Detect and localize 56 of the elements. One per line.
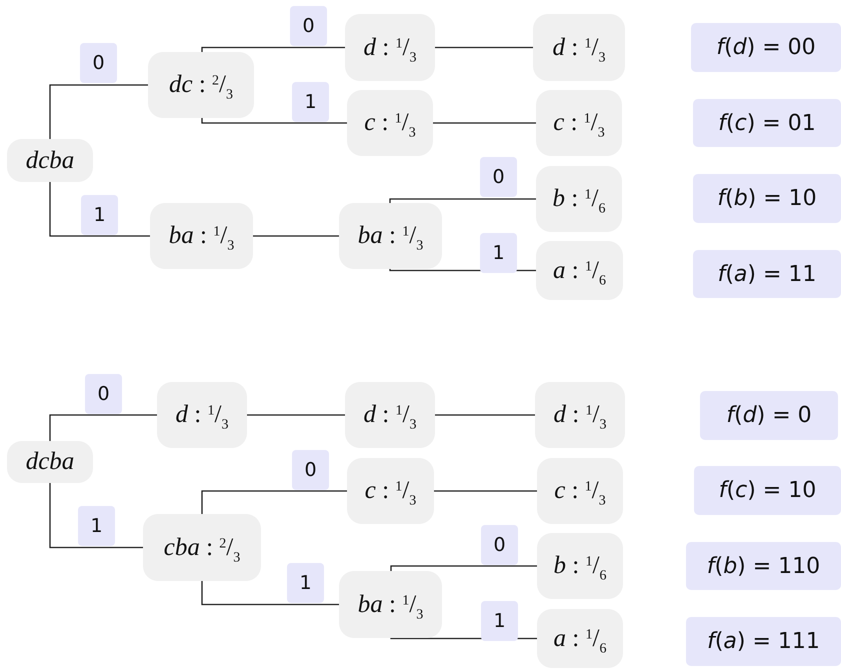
edge-label: 1	[292, 82, 329, 122]
probability-node: c : $^{1}$/$_{3}$	[536, 90, 622, 156]
connector-line	[435, 46, 533, 48]
code-box: f(d) = 0	[700, 391, 838, 440]
probability-node: d : $^{1}$/$_{3}$	[535, 382, 625, 448]
connector-line	[49, 414, 157, 441]
connector-line	[201, 490, 347, 514]
probability-node: d : $^{1}$/$_{3}$	[533, 14, 625, 81]
code-box: f(c) = 10	[694, 466, 841, 515]
edge-label: 1	[287, 563, 324, 603]
connector-line	[389, 198, 536, 203]
probability-node: d : $^{1}$/$_{3}$	[157, 382, 247, 448]
connector-line	[390, 565, 537, 571]
probability-node: c : $^{1}$/$_{3}$	[347, 90, 433, 156]
code-box: f(a) = 111	[686, 617, 841, 666]
probability-node: ba : $^{1}$/$_{3}$	[339, 203, 442, 269]
edge-label: 0	[480, 157, 517, 197]
probability-node: ba : $^{1}$/$_{3}$	[339, 571, 442, 638]
probability-node: c : $^{1}$/$_{3}$	[347, 458, 434, 524]
probability-node: dc : $^{2}$/$_{3}$	[148, 52, 254, 118]
connector-line	[433, 122, 536, 124]
edge-label: 1	[81, 195, 118, 235]
edge-label: 0	[481, 525, 518, 565]
connector-line	[434, 490, 537, 492]
connector-line	[247, 414, 345, 416]
connector-line	[201, 581, 339, 606]
edge-label: 1	[481, 601, 518, 641]
probability-node: ba : $^{1}$/$_{3}$	[150, 203, 253, 269]
connector-line	[253, 235, 339, 237]
edge-label: 0	[290, 6, 327, 46]
edge-label: 1	[78, 506, 115, 546]
code-box: f(b) = 110	[686, 542, 841, 590]
root-node: dcba	[7, 441, 93, 483]
probability-node: b : $^{1}$/$_{6}$	[536, 166, 622, 232]
probability-node: cba : $^{2}$/$_{3}$	[143, 514, 261, 581]
edge-label: 0	[292, 450, 329, 490]
code-box: f(d) = 00	[691, 23, 841, 72]
probability-node: a : $^{1}$/$_{6}$	[536, 241, 623, 300]
code-box: f(a) = 11	[693, 250, 841, 298]
root-node: dcba	[7, 139, 93, 182]
edge-label: 0	[85, 374, 122, 414]
edge-label: 1	[480, 233, 517, 273]
probability-node: b : $^{1}$/$_{6}$	[537, 533, 623, 599]
edge-label: 0	[80, 43, 117, 83]
probability-node: a : $^{1}$/$_{6}$	[537, 609, 623, 668]
connector-line	[201, 46, 345, 52]
connector-line	[201, 118, 347, 124]
code-box: f(b) = 10	[693, 174, 841, 223]
connector-line	[435, 414, 535, 416]
code-box: f(c) = 01	[693, 99, 841, 147]
probability-node: d : $^{1}$/$_{3}$	[345, 382, 435, 448]
connector-line	[49, 84, 148, 139]
probability-node: d : $^{1}$/$_{3}$	[345, 14, 435, 81]
connector-line	[49, 182, 150, 237]
probability-node: c : $^{1}$/$_{3}$	[537, 458, 623, 524]
connector-line	[49, 483, 143, 548]
